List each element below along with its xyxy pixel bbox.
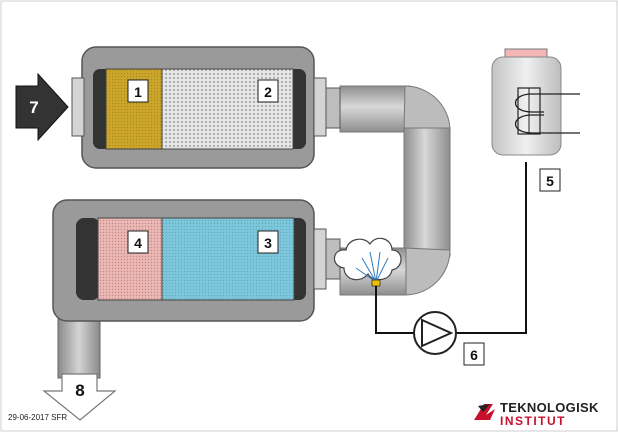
label-3: 3 (264, 235, 272, 251)
spray-nozzle (371, 279, 381, 287)
outlet-arrow (42, 373, 117, 421)
logo: TEKNOLOGISK INSTITUT (474, 400, 599, 428)
label-1: 1 (134, 84, 142, 100)
spray-cloud (333, 237, 402, 283)
label-6: 6 (470, 347, 478, 363)
pump-icon (413, 311, 457, 355)
outlet-pipe (57, 315, 101, 379)
footer-date: 29-06-2017 SFR (8, 413, 67, 422)
label-5: 5 (546, 173, 554, 189)
label-box-2 (257, 79, 279, 103)
label-box-4 (127, 230, 149, 254)
liquid-tank (491, 48, 580, 156)
heating-coil-icon (514, 87, 580, 135)
label-box-6 (463, 342, 485, 366)
logo-line2: INSTITUT (500, 414, 566, 428)
label-4: 4 (134, 235, 142, 251)
section-4-pink-filter (97, 217, 163, 301)
section-1-particle-filter (105, 68, 163, 150)
label-8: 8 (75, 381, 84, 400)
label-2: 2 (264, 84, 272, 100)
liquid-line (375, 162, 527, 334)
section-3-blue-filter (161, 217, 295, 301)
label-7: 7 (29, 98, 38, 117)
inlet-arrow (15, 72, 69, 142)
logo-mark-icon (474, 404, 495, 420)
logo-line1: TEKNOLOGISK (500, 400, 599, 415)
label-box-3 (257, 230, 279, 254)
label-box-1 (127, 79, 149, 103)
label-box-5 (539, 168, 561, 192)
